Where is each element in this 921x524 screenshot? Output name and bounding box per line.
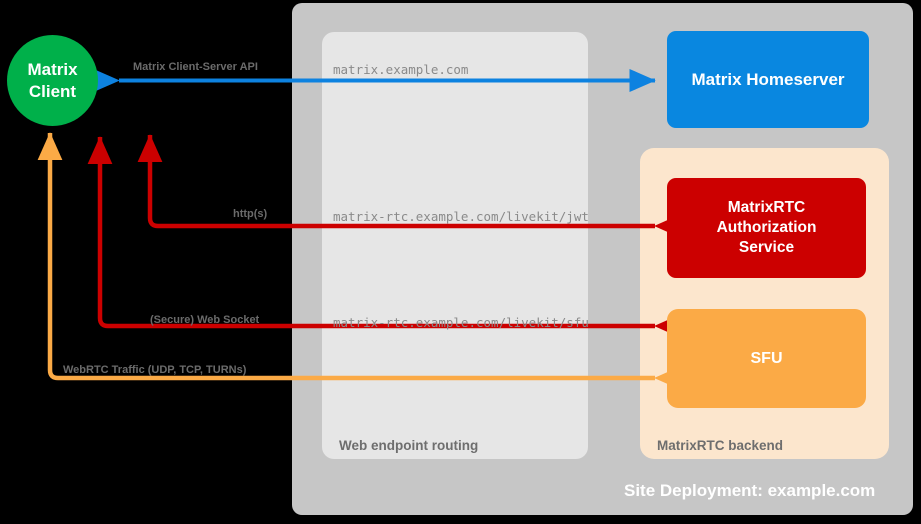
matrix-homeserver-label: Matrix Homeserver: [691, 69, 845, 89]
url-label-livekit-jwt: matrix-rtc.example.com/livekit/jwt: [333, 209, 589, 224]
url-label-matrix-example-com: matrix.example.com: [333, 62, 469, 77]
edge-label-webrtc-traffic: WebRTC Traffic (UDP, TCP, TURNs): [63, 364, 247, 376]
caption-web-endpoint-routing: Web endpoint routing: [339, 438, 479, 453]
matrixrtc-auth-label-line1: MatrixRTC: [727, 198, 806, 216]
matrixrtc-auth-label-line2: Authorization: [716, 218, 817, 236]
sfu-label: SFU: [750, 349, 783, 367]
edge-label-secure-web-socket: (Secure) Web Socket: [150, 314, 260, 326]
matrixrtc-auth-label-line3: Service: [738, 239, 795, 257]
caption-site-deployment: Site Deployment: example.com: [624, 481, 876, 500]
edge-label-matrix-client-server-api: Matrix Client-Server API: [133, 61, 258, 73]
matrix-client-label-line1: Matrix: [27, 60, 78, 80]
node-matrix-client[interactable]: Matrix Client: [7, 35, 98, 126]
edge-label-https: http(s): [233, 208, 268, 220]
node-matrix-homeserver[interactable]: Matrix Homeserver: [667, 31, 869, 128]
edge-livekit-sfu: [87, 136, 682, 339]
edge-webrtc-traffic: [37, 132, 682, 391]
matrix-client-label-line2: Client: [28, 81, 77, 101]
url-label-livekit-sfu: matrix-rtc.example.com/livekit/sfu: [333, 315, 589, 330]
node-matrixrtc-authorization-service[interactable]: MatrixRTC Authorization Service: [667, 178, 866, 278]
caption-matrixrtc-backend: MatrixRTC backend: [657, 438, 784, 453]
node-sfu[interactable]: SFU: [667, 309, 866, 408]
